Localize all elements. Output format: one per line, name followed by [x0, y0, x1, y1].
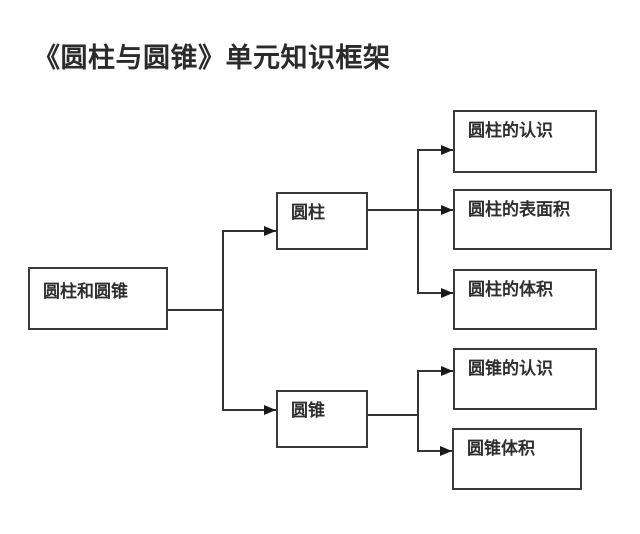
page-title: 《圆柱与圆锥》单元知识框架 [33, 43, 391, 74]
node-label: 圆锥体积 [467, 439, 535, 458]
node-label: 圆柱 [291, 203, 325, 222]
node-label: 圆柱的体积 [468, 280, 553, 299]
node-label: 圆锥的认识 [468, 359, 553, 378]
node-cone: 圆锥 [276, 390, 368, 448]
node-cylinder: 圆柱 [276, 192, 368, 250]
node-cone-volume: 圆锥体积 [452, 428, 582, 490]
node-label: 圆柱的认识 [468, 121, 553, 140]
node-label: 圆锥 [291, 401, 325, 420]
node-cone-concept: 圆锥的认识 [453, 348, 597, 410]
node-label: 圆柱的表面积 [468, 200, 570, 219]
node-root-cylinder-and-cone: 圆柱和圆锥 [28, 267, 168, 330]
node-cylinder-concept: 圆柱的认识 [453, 110, 597, 173]
node-cylinder-surface-area: 圆柱的表面积 [453, 189, 612, 250]
node-cylinder-volume: 圆柱的体积 [453, 269, 597, 330]
node-label: 圆柱和圆锥 [43, 282, 128, 301]
